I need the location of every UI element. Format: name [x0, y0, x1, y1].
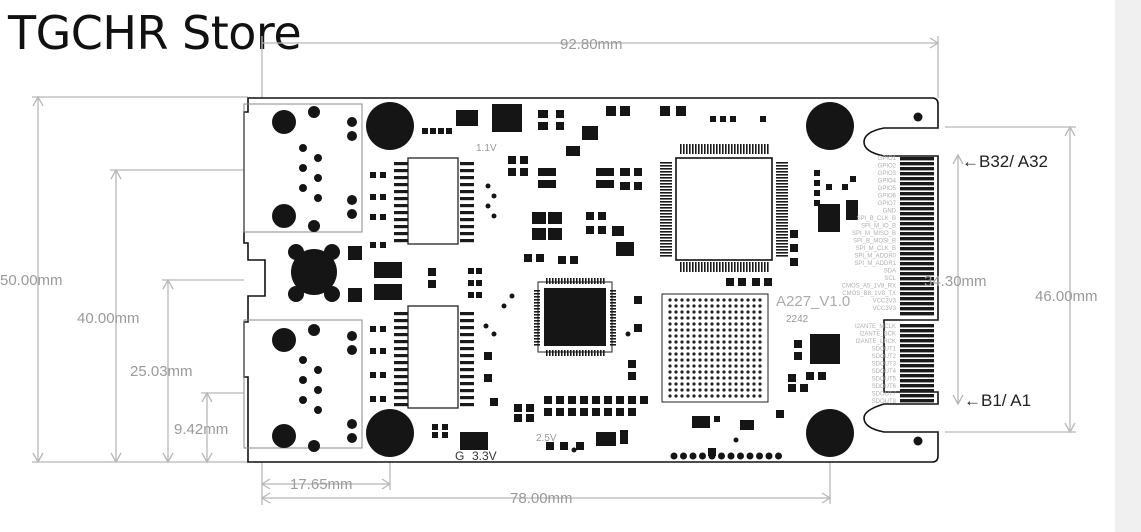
smd-components [348, 104, 858, 456]
signal-label: SDOUT6 [872, 384, 897, 390]
dim-height-40: 40.00mm [77, 310, 140, 327]
dim-bottom-17: 17.65mm [290, 476, 353, 493]
dim-connector: 34.30mm [924, 273, 987, 290]
pin-label-top: ←B32/ A32 [962, 152, 1048, 171]
signal-label: VCC3V3 [873, 299, 897, 305]
signal-label: SPI_B_CLK_B [857, 216, 896, 222]
signal-label: SPI_M_ADDR1 [854, 261, 896, 267]
signal-label: SDA [884, 269, 896, 275]
signal-label: CMOS_B8_1V8_TX [842, 291, 896, 297]
store-title: TGCHR Store [8, 6, 302, 60]
signal-label: GPIO3 [878, 171, 897, 177]
signal-label: GPIO5 [878, 186, 897, 192]
board-code: 2242 [786, 314, 809, 325]
dim-width-top: 92.80mm [560, 36, 623, 53]
signal-label: SPI_M_MISO_B [852, 231, 896, 237]
signal-label: GPIO4 [878, 179, 897, 185]
signal-label: SDOUT8 [872, 399, 897, 405]
scrollbar[interactable] [1115, 0, 1141, 532]
signal-label: SDOUT4 [872, 369, 897, 375]
dim-height-9: 9.42mm [174, 421, 228, 438]
signal-label: SDOUT1 [872, 347, 897, 353]
mounting-hole-top-right [806, 102, 854, 150]
signal-label: I2ANTE_LRCK [856, 339, 896, 345]
signal-label: GND [883, 209, 897, 215]
edge-fingers-bottom [900, 324, 934, 403]
signal-label: I2ANTE_BCK [859, 332, 896, 338]
pin-label-bottom: ←B1/ A1 [964, 391, 1031, 410]
edge-fingers-top [900, 157, 934, 316]
signal-label: SCL [884, 276, 896, 282]
signal-label: SDOUT3 [872, 362, 897, 368]
signal-label: GPIO2 [878, 164, 897, 170]
mounting-hole-top-left [366, 102, 414, 150]
board-diagram: 1.1V 2.5V G 3.3V A227_V1.0 2242 GPIO1GPI… [0, 36, 1098, 507]
mounting-holes [366, 102, 923, 457]
signal-label: SPI_M_ADDR0 [854, 254, 896, 260]
signal-label: SPI_M_CLK_B [856, 246, 896, 252]
mounting-hole-bottom-right [806, 409, 854, 457]
dim-height-50: 50.00mm [0, 272, 63, 289]
dim-right-46: 46.00mm [1035, 288, 1098, 305]
dimension-lines [32, 36, 1076, 505]
marking-3v3: 3.3V [472, 449, 497, 463]
signal-label: SPI_B_MOSI_B [853, 239, 896, 245]
signal-label: I2ANTE_MCLK [855, 324, 896, 330]
signal-label: SDOUT2 [872, 354, 897, 360]
signal-label: GPIO7 [878, 201, 897, 207]
chips [394, 144, 788, 460]
left-connectors [243, 103, 363, 452]
signal-label: GPIO6 [878, 194, 897, 200]
signal-label: VCC3V3 [873, 306, 897, 312]
mounting-hole-bottom-left [366, 409, 414, 457]
marking-g: G [455, 449, 464, 463]
signal-label: SDOUT7 [872, 392, 897, 398]
dim-height-25: 25.03mm [130, 363, 193, 380]
signal-label: SDOUT5 [872, 377, 897, 383]
marking-1v1: 1.1V [476, 143, 497, 154]
signal-label: SPI_M_IO_B [861, 224, 896, 230]
marking-2v5: 2.5V [536, 433, 557, 444]
signal-label: GPIO1 [878, 156, 897, 162]
dim-bottom-78: 78.00mm [510, 490, 573, 507]
signal-label: CMOS_A5_1V8_RX [842, 284, 896, 290]
board-name: A227_V1.0 [776, 293, 850, 310]
